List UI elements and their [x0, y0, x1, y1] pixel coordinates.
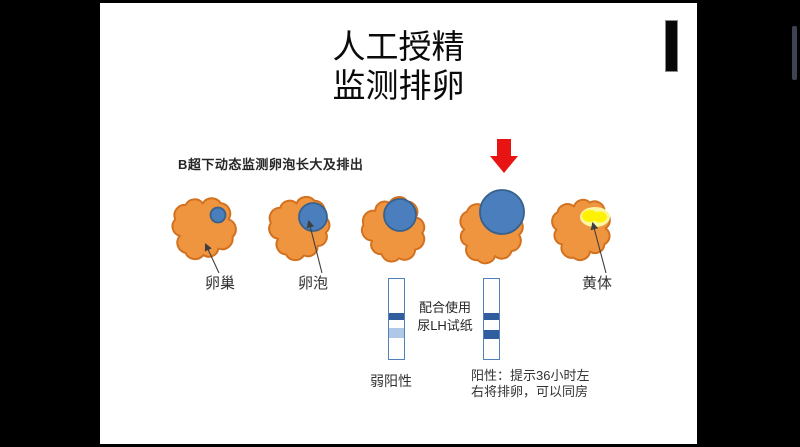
control-line: [484, 313, 499, 320]
label-positive: 阳性：提示36小时左 右将排卵，可以同房: [471, 368, 591, 400]
strip-usage-note: 配合使用 尿LH试纸: [408, 299, 482, 335]
pointer-arrow-follicle: [306, 219, 323, 274]
red-down-arrow-icon: [490, 139, 518, 173]
positive-line-2: 右将排卵，可以同房: [471, 384, 589, 399]
larger-follicle: [383, 198, 417, 232]
presentation-slide: 人工授精 监测排卵 B超下动态监测卵泡长大及排出: [100, 3, 697, 444]
ovary-stage-2: [268, 195, 331, 262]
mature-follicle: [479, 189, 525, 235]
slide-title: 人工授精 监测排卵: [100, 29, 697, 107]
lh-test-strip-positive: [483, 278, 500, 360]
ovary-stage-4: [459, 189, 525, 265]
corpus-luteum: [593, 211, 607, 223]
ovary-stage-1: [171, 197, 237, 261]
small-follicle: [209, 206, 227, 224]
positive-line-1: 阳性：提示36小时左: [471, 368, 590, 383]
black-bar-decoration: [665, 20, 678, 72]
title-line-1: 人工授精: [332, 30, 465, 66]
pointer-arrow-corpus-luteum: [590, 221, 607, 274]
strip-note-line-1: 配合使用: [418, 300, 471, 315]
label-weak-positive: 弱阳性: [370, 373, 412, 389]
ovary-stage-5: [551, 198, 611, 261]
scrollbar-thumb[interactable]: [792, 26, 797, 80]
title-line-2: 监测排卵: [332, 69, 465, 105]
ovary-stage-3: [360, 196, 426, 263]
ovary-shape: [171, 197, 237, 261]
growing-follicle: [298, 202, 328, 232]
strip-note-line-2: 尿LH试纸: [417, 318, 473, 333]
control-line: [389, 313, 404, 320]
label-ovary: 卵巢: [205, 275, 236, 292]
lh-test-strip-weak-positive: [388, 278, 405, 360]
label-follicle: 卵泡: [298, 275, 329, 292]
label-corpus-luteum: 黄体: [582, 275, 613, 292]
diagram-subtitle: B超下动态监测卵泡长大及排出: [178, 157, 364, 172]
strong-test-line: [484, 330, 499, 339]
faint-test-line: [389, 328, 404, 338]
ovulation-diagram: [171, 139, 611, 274]
pointer-arrow-ovary: [204, 243, 220, 274]
